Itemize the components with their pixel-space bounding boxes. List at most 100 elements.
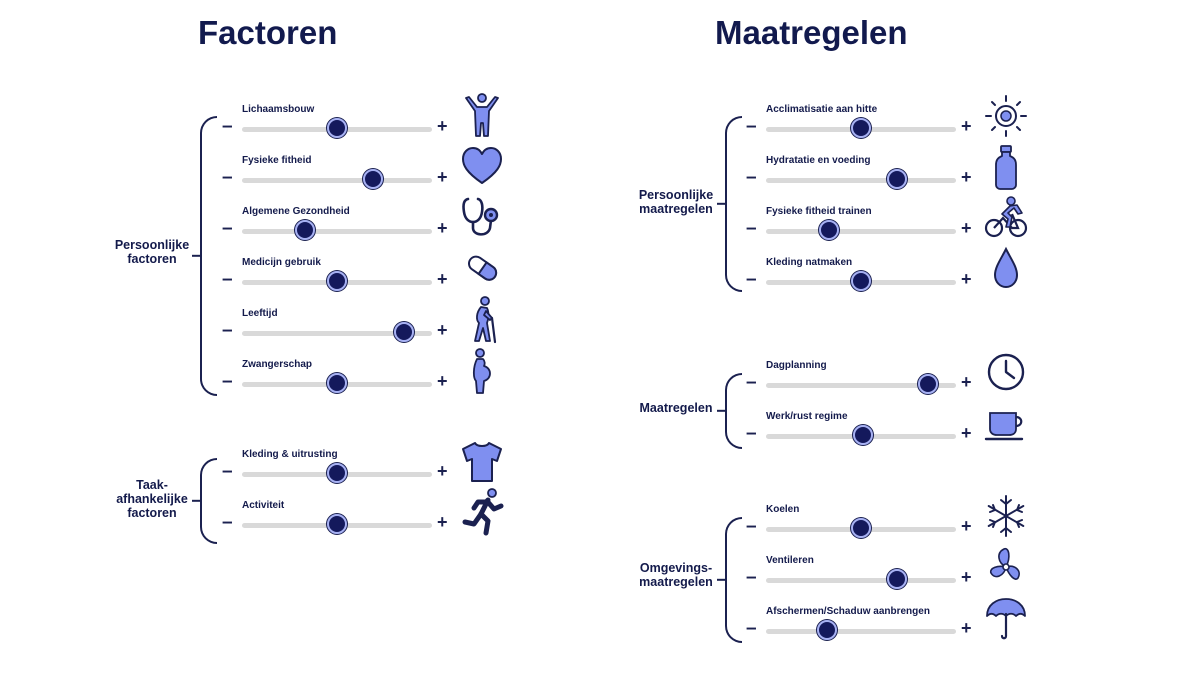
slider-acclimatisatie: Acclimatisatie aan hitte– +: [746, 95, 1076, 154]
slider-thumb[interactable]: [327, 118, 347, 138]
minus-button[interactable]: –: [222, 371, 233, 392]
slider-thumb[interactable]: [327, 463, 347, 483]
slider-thumb[interactable]: [851, 518, 871, 538]
plus-button[interactable]: +: [961, 372, 972, 392]
plus-button[interactable]: +: [961, 618, 972, 638]
slider-thumb[interactable]: [327, 514, 347, 534]
slider-label: Afschermen/Schaduw aanbrengen: [766, 606, 930, 617]
plus-button[interactable]: +: [961, 567, 972, 587]
plus-button[interactable]: +: [437, 320, 448, 340]
slider-thumb[interactable]: [363, 169, 384, 189]
minus-button[interactable]: –: [222, 269, 233, 290]
slider-label: Ventileren: [766, 555, 814, 566]
slider-label: Werk/rust regime: [766, 411, 848, 422]
plus-button[interactable]: +: [437, 269, 448, 289]
plus-button[interactable]: +: [961, 516, 972, 536]
group-bracket: [725, 517, 742, 643]
snowflake-icon: [984, 492, 1028, 540]
slider-label: Zwangerschap: [242, 359, 313, 370]
minus-button[interactable]: –: [746, 567, 757, 588]
slider-track[interactable]: [242, 178, 432, 183]
minus-button[interactable]: –: [746, 167, 757, 188]
person-arms-up-icon: [460, 92, 504, 140]
clock-icon: [984, 348, 1028, 396]
group-bracket: [725, 116, 742, 292]
slider-track[interactable]: [766, 383, 956, 388]
plus-button[interactable]: +: [437, 218, 448, 238]
slider-thumb[interactable]: [851, 118, 871, 138]
slider-werk-rust-regime: Werk/rust regime– +: [746, 411, 1076, 461]
minus-button[interactable]: –: [222, 320, 233, 341]
slider-track[interactable]: [766, 578, 956, 583]
slider-medicijn-gebruik: Medicijn gebruik– +: [222, 255, 552, 307]
plus-button[interactable]: +: [437, 371, 448, 391]
minus-button[interactable]: –: [746, 218, 757, 239]
slider-thumb[interactable]: [852, 425, 873, 445]
group-label-persoonlijke-factoren: Persoonlijke factoren: [114, 238, 190, 266]
slider-kleding-uitrusting: Kleding & uitrusting– +: [222, 442, 552, 499]
plus-button[interactable]: +: [437, 512, 448, 532]
plus-button[interactable]: +: [437, 167, 448, 187]
group-label-persoonlijke-maatregelen: Persoonlijke maatregelen: [638, 188, 714, 216]
plus-button[interactable]: +: [961, 269, 972, 289]
plus-button[interactable]: +: [437, 116, 448, 136]
minus-button[interactable]: –: [222, 512, 233, 533]
slider-label: Fysieke fitheid trainen: [766, 206, 872, 217]
slider-label: Acclimatisatie aan hitte: [766, 104, 878, 115]
slider-hydratatie: Hydratatie en voeding–+: [746, 145, 1076, 205]
slider-thumb[interactable]: [818, 220, 839, 240]
slider-label: Kleding & uitrusting: [242, 449, 338, 460]
slider-thumb[interactable]: [851, 271, 871, 291]
minus-button[interactable]: –: [746, 269, 757, 290]
minus-button[interactable]: –: [746, 618, 757, 639]
sun-icon: [984, 92, 1028, 140]
minus-button[interactable]: –: [222, 461, 233, 482]
slider-dagplanning: Dagplanning– +: [746, 353, 1076, 410]
plus-button[interactable]: +: [961, 423, 972, 443]
plus-button[interactable]: +: [961, 167, 972, 187]
bottle-icon: [984, 143, 1028, 191]
slider-thumb[interactable]: [327, 271, 347, 291]
plus-button[interactable]: +: [961, 218, 972, 238]
slider-label: Dagplanning: [766, 360, 827, 371]
slider-track[interactable]: [766, 178, 956, 183]
slider-thumb[interactable]: [887, 169, 908, 189]
group-label-taak-afhankelijke-factoren: Taak- afhankelijke factoren: [116, 478, 188, 520]
heart-icon: [460, 143, 504, 191]
slider-track[interactable]: [242, 229, 432, 234]
group-bracket: [200, 116, 217, 396]
slider-thumb[interactable]: [327, 373, 347, 393]
slider-track[interactable]: [242, 331, 432, 336]
slider-thumb[interactable]: [917, 374, 938, 394]
umbrella-icon: [984, 594, 1028, 642]
minus-button[interactable]: –: [746, 516, 757, 537]
slider-koelen: Koelen– +: [746, 495, 1076, 554]
minus-button[interactable]: –: [222, 167, 233, 188]
running-person-icon: [460, 488, 504, 536]
plus-button[interactable]: +: [437, 461, 448, 481]
group-label-omgevingsmaatregelen: Omgevings- maatregelen: [639, 561, 713, 589]
slider-track[interactable]: [766, 629, 956, 634]
minus-button[interactable]: –: [746, 116, 757, 137]
slider-thumb[interactable]: [393, 322, 414, 342]
slider-track[interactable]: [766, 229, 956, 234]
slider-label: Koelen: [766, 504, 800, 515]
minus-button[interactable]: –: [746, 423, 757, 444]
slider-thumb[interactable]: [294, 220, 315, 240]
plus-button[interactable]: +: [961, 116, 972, 136]
slider-thumb[interactable]: [816, 620, 837, 640]
minus-button[interactable]: –: [746, 372, 757, 393]
slider-afschermen: Afschermen/Schaduw aanbrengen– +: [746, 598, 1076, 656]
slider-label: Activiteit: [242, 500, 285, 511]
minus-button[interactable]: –: [222, 116, 233, 137]
slider-thumb[interactable]: [887, 569, 908, 589]
slider-label: Leeftijd: [242, 308, 278, 319]
slider-fitheid-trainen: Fysieke fitheid trainen– +: [746, 196, 1076, 256]
group-bracket: [200, 458, 217, 544]
slider-label: Medicijn gebruik: [242, 257, 321, 268]
pregnant-woman-icon: [460, 347, 504, 395]
slider-label: Kleding natmaken: [766, 257, 853, 268]
cyclist-icon: [984, 194, 1028, 242]
minus-button[interactable]: –: [222, 218, 233, 239]
slider-zwangerschap: Zwangerschap– +: [222, 348, 552, 409]
